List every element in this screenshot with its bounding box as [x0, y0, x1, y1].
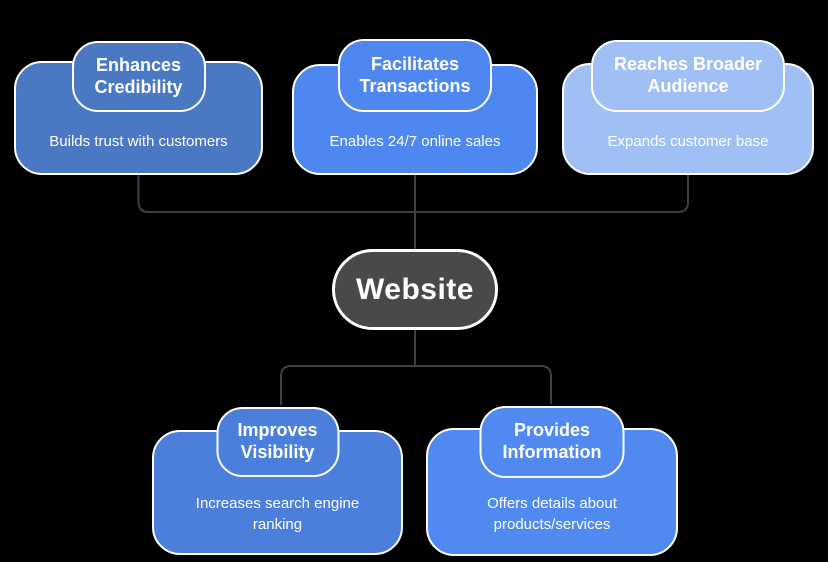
branch-description: Enables 24/7 online sales: [329, 132, 501, 150]
branch-card-provides-information: Provides Information Offers details abou…: [426, 406, 678, 556]
branch-description: Expands customer base: [607, 132, 769, 150]
branch-title-provides-information: Provides Information: [479, 406, 625, 478]
branch-description: Builds trust with customers: [49, 132, 228, 150]
center-node-label: Website: [356, 272, 474, 306]
branch-title-text: Reaches Broader Audience: [613, 54, 763, 96]
connector-bottom-bus: [280, 365, 552, 405]
branch-card-reaches-broader-audience: Reaches Broader Audience Expands custome…: [562, 40, 814, 175]
center-node-website: Website: [332, 249, 498, 330]
branch-card-enhances-credibility: Enhances Credibility Builds trust with c…: [14, 41, 263, 175]
branch-title-reaches-broader-audience: Reaches Broader Audience: [591, 40, 785, 112]
branch-description: Increases search engine ranking: [195, 495, 360, 533]
branch-card-facilitates-transactions: Facilitates Transactions Enables 24/7 on…: [292, 39, 538, 175]
branch-title-text: Provides Information: [502, 420, 602, 462]
branch-title-improves-visibility: Improves Visibility: [216, 407, 339, 477]
branch-description: Offers details about products/services: [487, 495, 617, 533]
branch-title-facilitates-transactions: Facilitates Transactions: [338, 39, 492, 112]
branch-title-enhances-credibility: Enhances Credibility: [71, 41, 206, 112]
connector-top-bus: [137, 175, 689, 213]
branch-title-text: Improves Visibility: [237, 420, 318, 462]
branch-title-text: Facilitates Transactions: [359, 53, 471, 96]
branch-card-improves-visibility: Improves Visibility Increases search eng…: [152, 407, 403, 555]
branch-title-text: Enhances Credibility: [94, 54, 183, 97]
